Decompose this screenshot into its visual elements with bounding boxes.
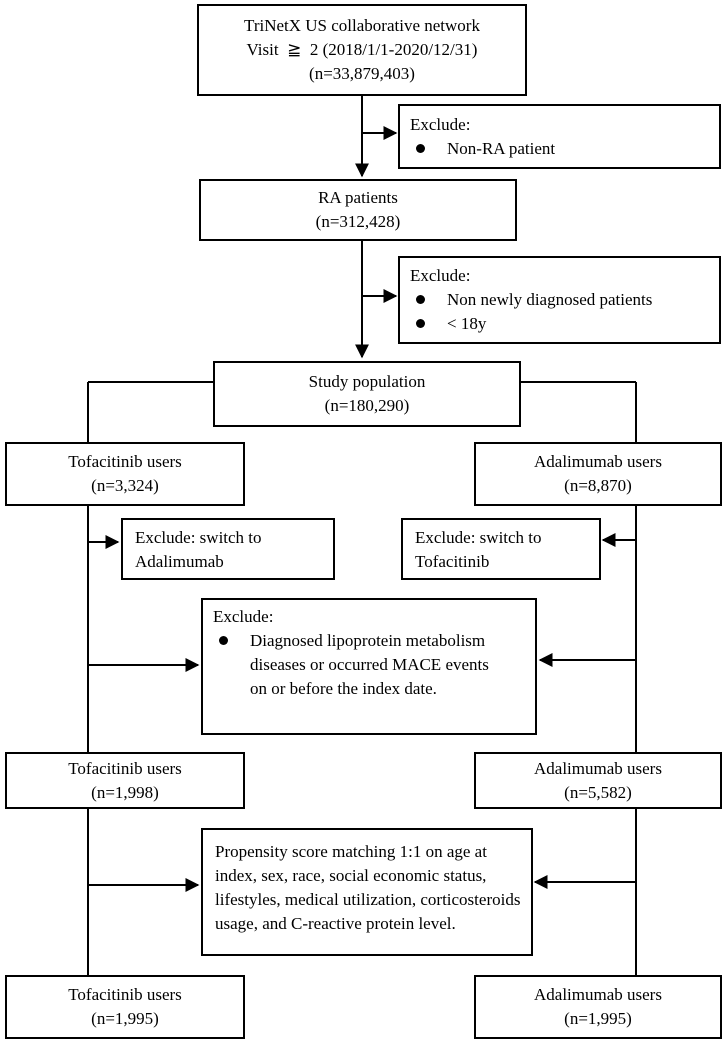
tofa-label: Tofacitinib users (68, 758, 182, 778)
exclude-item-text: Diagnosed lipoprotein metabolism disease… (250, 631, 489, 698)
bullet-icon (416, 144, 425, 153)
exclude-item: Non newly diagnosed patients (410, 288, 709, 312)
adal-count: (n=8,870) (564, 476, 632, 495)
network-line-2: Visit ≧ 2 (2018/1/1-2020/12/31) (246, 40, 478, 59)
switch-line-1: Exclude: switch to (415, 528, 542, 547)
network-box: TriNetX US collaborative network Visit ≧… (197, 4, 527, 96)
tofa-count: (n=1,995) (91, 1009, 159, 1028)
tofa-count: (n=1,998) (91, 782, 159, 802)
exclude-switch-adalimumab-box: Exclude: switch to Adalimumab (121, 518, 335, 580)
exclude-item: < 18y (410, 312, 709, 336)
adal-label: Adalimumab users (534, 985, 662, 1004)
exclude-item: Diagnosed lipoprotein metabolism disease… (213, 629, 525, 701)
exclude-item-text: Non-RA patient (447, 139, 556, 158)
exclude-switch-tofacitinib-box: Exclude: switch to Tofacitinib (401, 518, 601, 580)
network-line-3: (n=33,879,403) (309, 64, 415, 83)
adal-label: Adalimumab users (534, 452, 662, 471)
exclude-non-newly-box: Exclude: Non newly diagnosed patients < … (398, 256, 721, 344)
tofa-label: Tofacitinib users (68, 452, 182, 471)
study-label: Study population (308, 372, 426, 391)
ra-label: RA patients (318, 188, 398, 207)
ra-count: (n=312,428) (315, 212, 401, 231)
adal-label: Adalimumab users (534, 758, 662, 778)
bullet-icon (416, 319, 425, 328)
bullet-icon (219, 636, 228, 645)
exclude-lipoprotein-box: Exclude: Diagnosed lipoprotein metabolis… (201, 598, 537, 735)
adal-count: (n=1,995) (564, 1009, 632, 1028)
adalimumab-users-box-1: Adalimumab users (n=8,870) (474, 442, 722, 506)
tofa-count: (n=3,324) (91, 476, 159, 495)
exclude-item: Non-RA patient (410, 137, 709, 161)
adalimumab-users-box-3: Adalimumab users (n=1,995) (474, 975, 722, 1039)
adalimumab-users-box-2: Adalimumab users (n=5,582) (474, 752, 722, 809)
psm-text: Propensity score matching 1:1 on age at … (215, 842, 521, 933)
exclude-item-text: < 18y (447, 314, 487, 333)
exclude-title: Exclude: (410, 115, 471, 134)
tofacitinib-users-box-2: Tofacitinib users (n=1,998) (5, 752, 245, 809)
propensity-score-box: Propensity score matching 1:1 on age at … (201, 828, 533, 956)
study-population-box: Study population (n=180,290) (213, 361, 521, 427)
exclude-title: Exclude: (410, 266, 471, 285)
tofa-label: Tofacitinib users (68, 985, 182, 1004)
switch-line-2: Adalimumab (135, 552, 224, 571)
exclude-title: Exclude: (213, 607, 274, 626)
switch-line-1: Exclude: switch to (135, 528, 262, 547)
exclude-non-ra-box: Exclude: Non-RA patient (398, 104, 721, 169)
adal-count: (n=5,582) (564, 782, 632, 802)
bullet-icon (416, 295, 425, 304)
ra-patients-box: RA patients (n=312,428) (199, 179, 517, 241)
exclude-item-text: Non newly diagnosed patients (447, 290, 653, 309)
study-count: (n=180,290) (324, 396, 410, 415)
tofacitinib-users-box-1: Tofacitinib users (n=3,324) (5, 442, 245, 506)
tofacitinib-users-box-3: Tofacitinib users (n=1,995) (5, 975, 245, 1039)
switch-line-2: Tofacitinib (415, 552, 490, 571)
network-line-1: TriNetX US collaborative network (244, 16, 480, 35)
